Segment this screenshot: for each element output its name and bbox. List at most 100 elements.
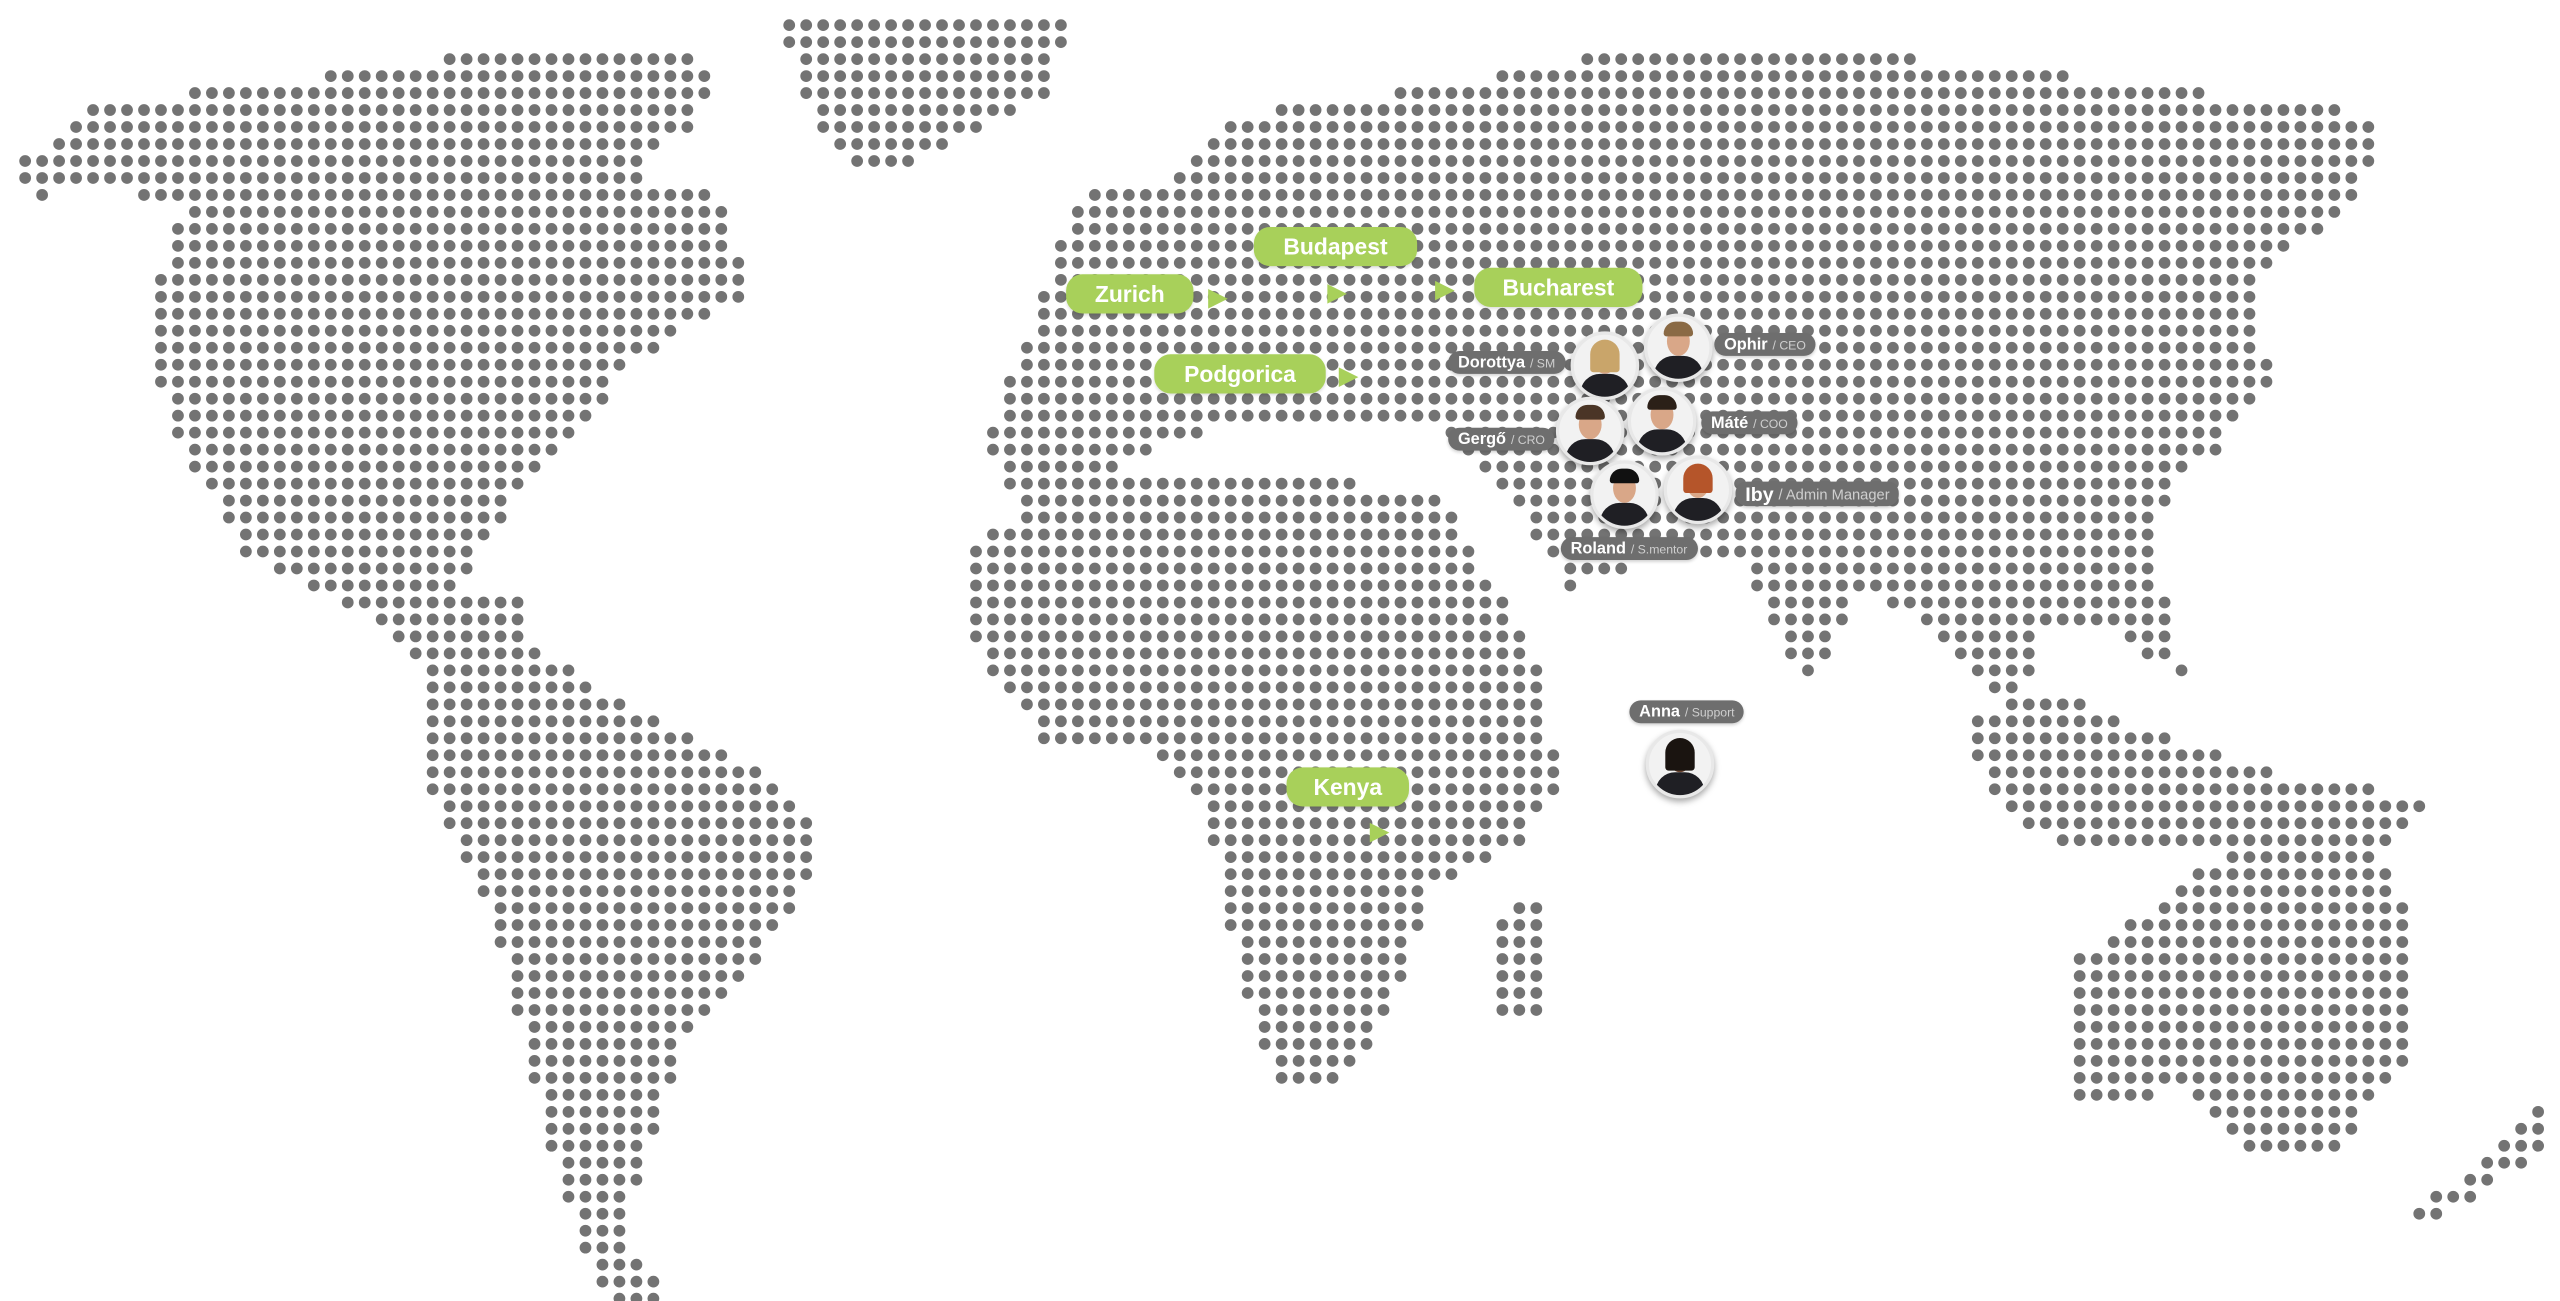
map-dot [2158, 783, 2171, 796]
map-dot [2243, 970, 2256, 982]
map-dot [358, 494, 371, 507]
map-dot [2175, 104, 2188, 116]
map-dot [1853, 341, 1865, 354]
map-dot [392, 307, 405, 320]
map-dot [647, 256, 660, 269]
map-dot [1207, 155, 1220, 167]
map-dot [630, 766, 643, 779]
map-dot [511, 953, 524, 965]
map-dot [2277, 1055, 2290, 1067]
map-dot [1445, 528, 1458, 541]
map-dot [2090, 528, 2103, 541]
map-dot [1988, 324, 2001, 337]
map-dot [206, 392, 218, 405]
map-dot [2022, 443, 2035, 456]
avatar-roland[interactable] [1590, 460, 1659, 529]
map-dot [919, 138, 931, 150]
avatar-dorottya[interactable] [1570, 331, 1640, 400]
map-dot [1445, 324, 1458, 337]
map-dot [562, 851, 575, 864]
location-kenya[interactable]: Kenya [1286, 767, 1409, 807]
map-dot [1920, 138, 1933, 150]
map-dot [1768, 138, 1780, 150]
map-dot [1971, 87, 1984, 99]
map-dot [2056, 324, 2069, 337]
map-dot [2005, 87, 2018, 99]
map-dot [2192, 104, 2205, 116]
map-dot [307, 206, 320, 218]
location-zurich[interactable]: Zurich [1066, 274, 1194, 314]
map-dot [2328, 885, 2341, 897]
map-dot [2107, 206, 2120, 218]
avatar-mate[interactable] [1627, 386, 1697, 456]
map-dot [1988, 613, 2001, 626]
map-dot [528, 902, 541, 914]
avatar-gergo[interactable] [1555, 396, 1625, 466]
map-dot [2124, 936, 2137, 948]
map-dot [2107, 545, 2120, 558]
map-dot [1394, 104, 1407, 116]
map-dot [1547, 545, 1560, 558]
map-dot [562, 138, 575, 150]
map-dot [545, 341, 558, 354]
map-dot [545, 206, 558, 218]
map-dot [1887, 307, 1899, 320]
map-dot [1785, 443, 1797, 456]
map-dot [579, 1021, 592, 1033]
map-dot [2345, 1088, 2358, 1101]
member-role: / SM [1529, 355, 1556, 370]
map-dot [2226, 189, 2239, 201]
avatar-iby[interactable] [1663, 455, 1733, 525]
location-podgorica[interactable]: Podgorica [1154, 354, 1326, 394]
map-dot [2073, 324, 2086, 337]
map-dot [2362, 953, 2375, 965]
map-dot [579, 206, 592, 218]
map-dot [392, 477, 405, 490]
map-dot [1309, 1004, 1322, 1016]
map-dot [1903, 104, 1916, 116]
map-dot [1377, 307, 1390, 320]
map-dot [2209, 358, 2222, 371]
map-dot [2124, 223, 2137, 235]
map-dot [290, 206, 303, 218]
map-dot [358, 358, 371, 371]
location-budapest[interactable]: Budapest [1253, 226, 1418, 267]
map-dot [307, 562, 320, 575]
map-dot [851, 121, 864, 133]
map-dot [341, 426, 354, 439]
map-dot [2107, 800, 2120, 813]
map-dot [1785, 358, 1797, 371]
map-dot [155, 189, 167, 201]
map-dot [1360, 273, 1373, 286]
map-dot [494, 189, 507, 201]
map-dot [358, 477, 371, 490]
map-dot [1156, 223, 1169, 235]
avatar-anna[interactable] [1645, 729, 1715, 799]
map-dot [596, 206, 609, 218]
map-dot [1292, 155, 1305, 167]
map-dot [613, 324, 626, 337]
map-dot [647, 1055, 660, 1067]
map-dot [596, 1122, 609, 1135]
map-dot [1496, 800, 1509, 813]
map-dot [1156, 494, 1169, 507]
map-dot [987, 664, 999, 677]
map-dot [1394, 307, 1407, 320]
map-dot [1717, 138, 1729, 150]
map-dot [2158, 87, 2171, 99]
map-dot [2260, 358, 2273, 371]
map-dot [1309, 494, 1322, 507]
avatar-ophir[interactable] [1644, 313, 1713, 383]
map-dot [273, 155, 286, 167]
map-dot [1887, 375, 1899, 388]
map-dot [800, 851, 813, 864]
map-dot [2209, 121, 2222, 133]
map-dot [494, 392, 507, 405]
map-dot [1088, 715, 1101, 728]
map-dot [409, 290, 422, 303]
map-dot [1224, 715, 1237, 728]
map-dot [579, 307, 592, 320]
map-dot [1971, 749, 1984, 762]
location-bucharest[interactable]: Bucharest [1474, 267, 1643, 307]
map-dot [2328, 1021, 2341, 1033]
